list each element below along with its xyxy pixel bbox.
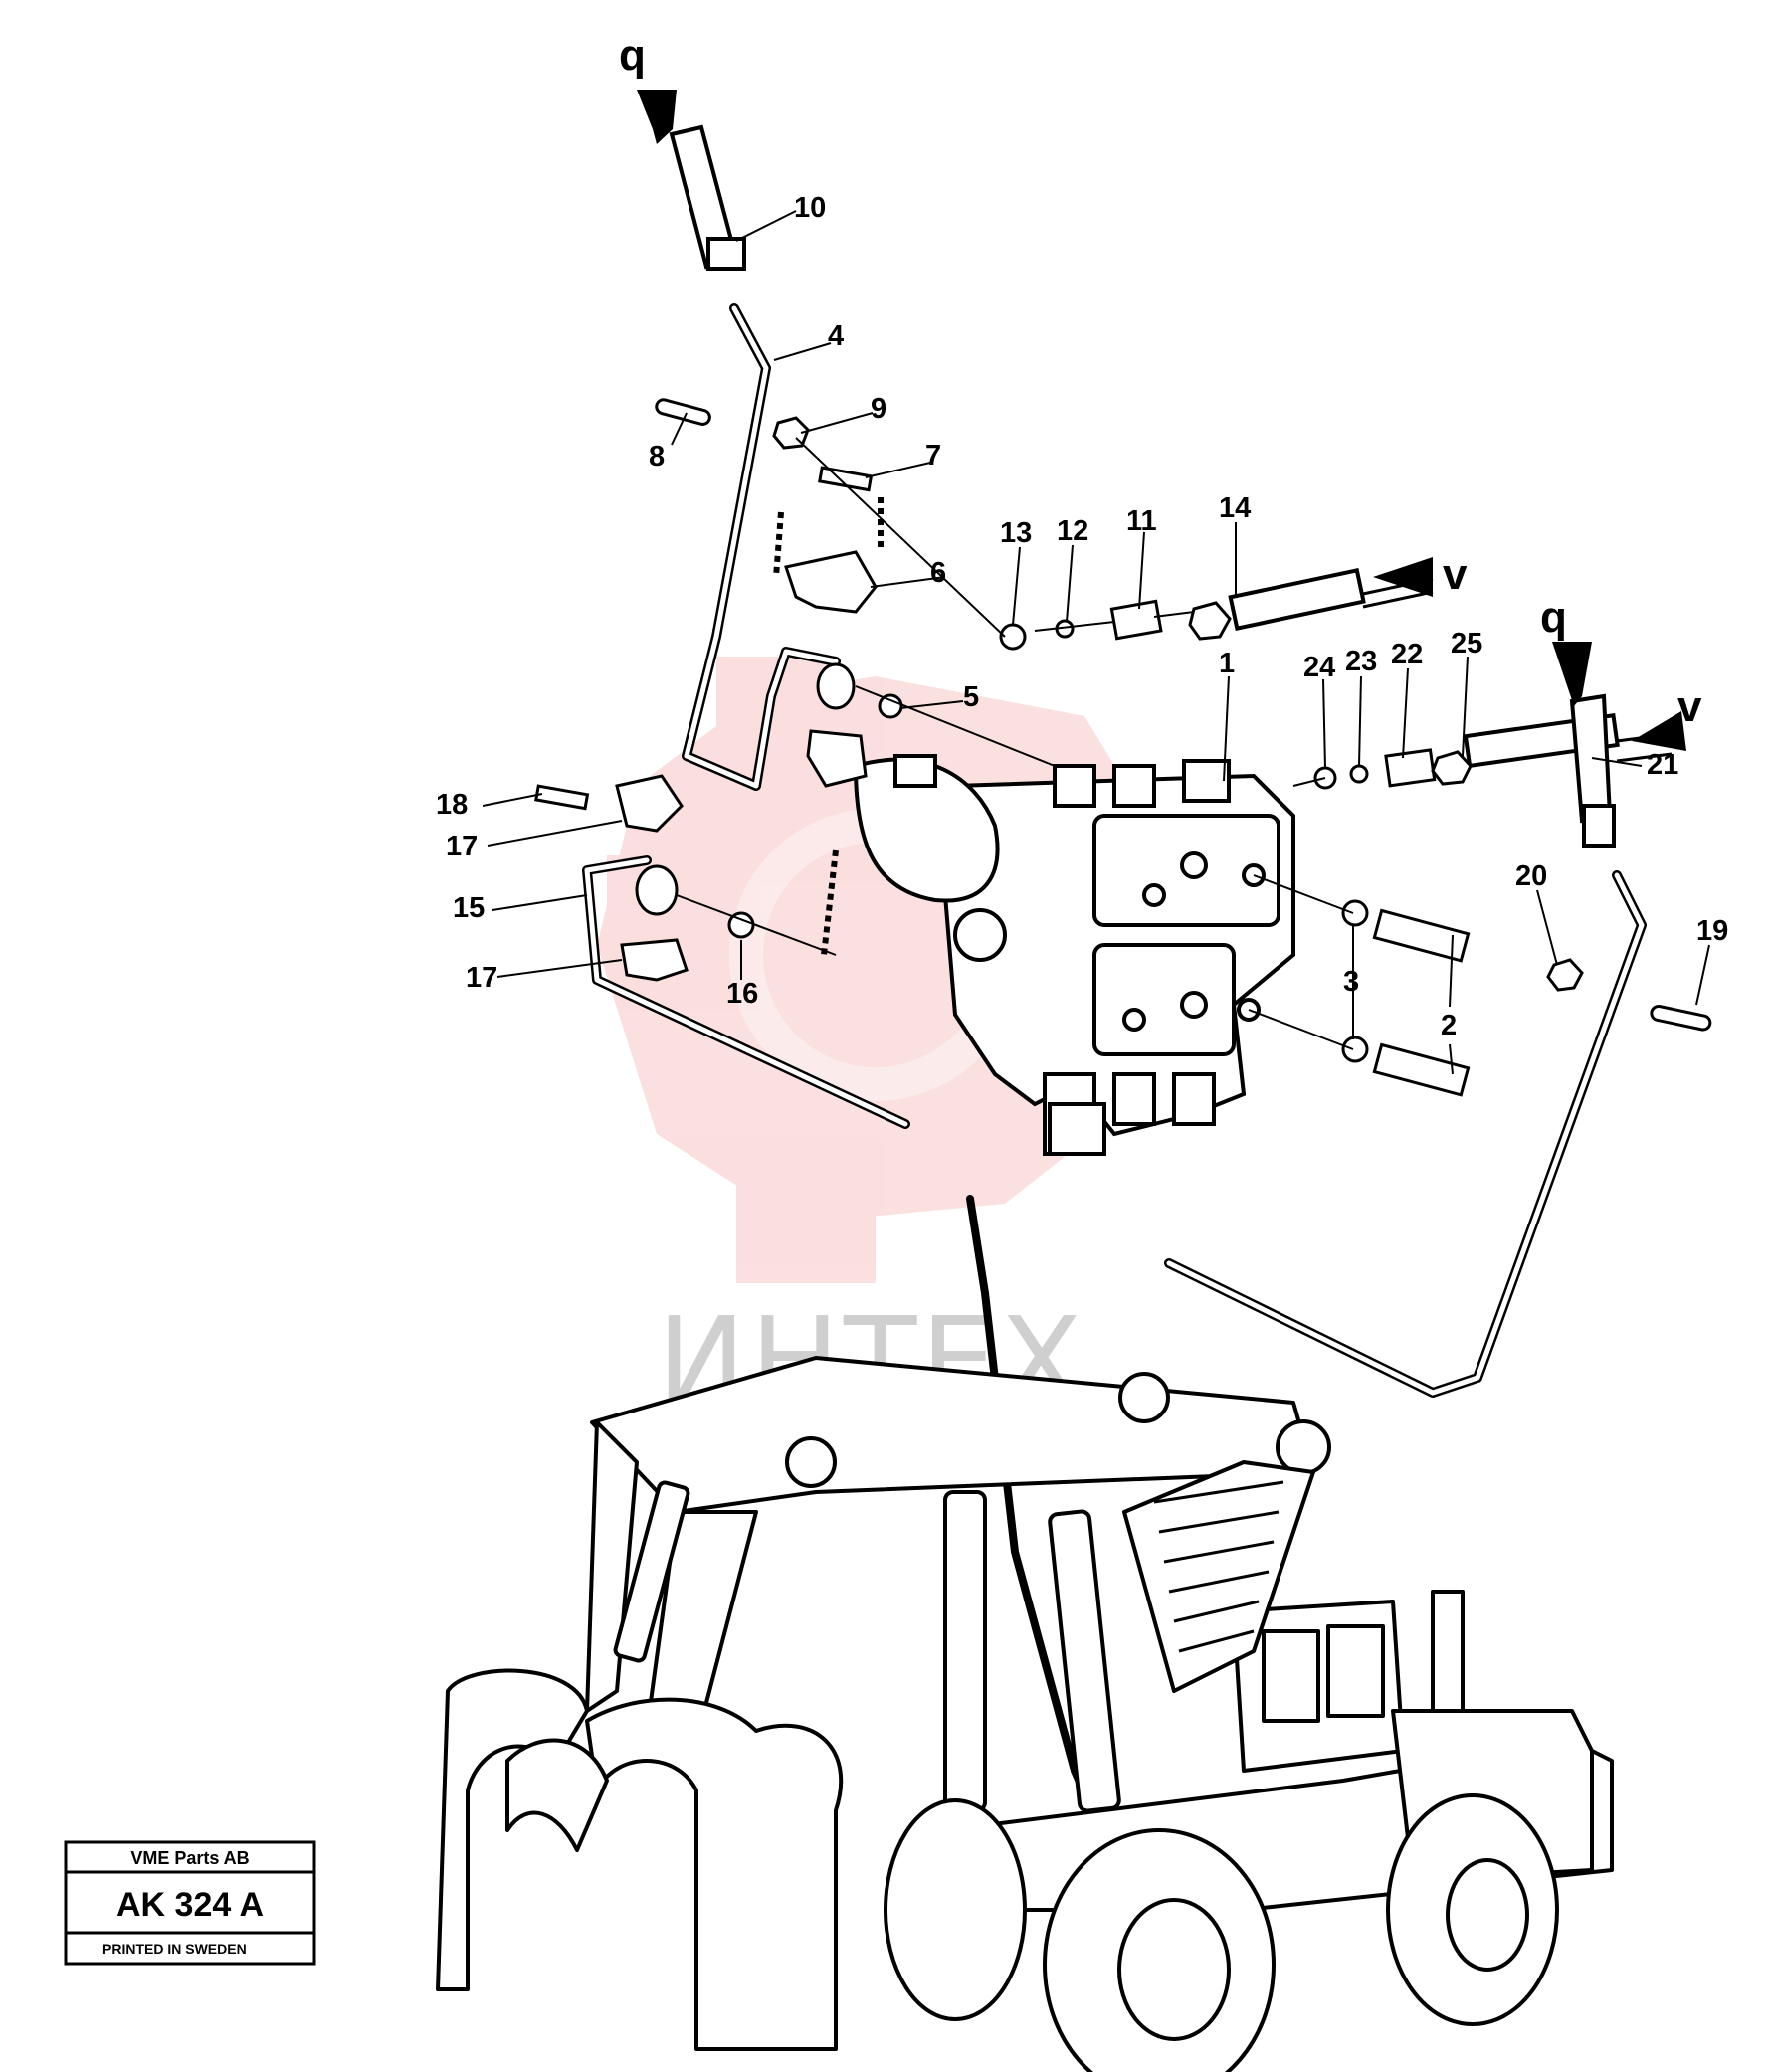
callout-12: 12 (1057, 515, 1088, 547)
assembly-lines (676, 437, 1354, 1050)
callout-19: 19 (1696, 915, 1728, 947)
machine-log-loader (436, 1356, 1614, 2072)
hoses (669, 124, 1620, 848)
control-valve-block (942, 759, 1295, 1156)
callout-3: 3 (1343, 966, 1359, 998)
callout-9: 9 (871, 393, 886, 425)
callout-7: 7 (925, 440, 941, 471)
callout-21: 21 (1647, 749, 1678, 781)
flow-label-v-right: v (1677, 682, 1702, 731)
title-block-company: VME Parts AB (130, 1848, 249, 1868)
callout-20: 20 (1515, 860, 1547, 892)
title-block: VME Parts AB AK 324 A PRINTED IN SWEDEN (64, 1840, 316, 1966)
callout-8: 8 (649, 441, 665, 472)
valve-inlet-elbow (853, 754, 1000, 903)
callout-10: 10 (794, 192, 826, 224)
callouts: 1 2 3 4 5 6 7 8 9 10 11 12 13 14 15 16 1… (436, 192, 1728, 1041)
callout-1: 1 (1219, 648, 1235, 679)
title-block-printed: PRINTED IN SWEDEN (102, 1941, 247, 1957)
leader-lines (482, 210, 1710, 1075)
callout-17b: 17 (466, 962, 497, 994)
flow-label-q-top: q (619, 31, 646, 80)
title-block-drawing-code: AK 324 A (116, 1886, 264, 1924)
machine-mast-lattice (1153, 1480, 1284, 1653)
callout-14: 14 (1219, 492, 1251, 524)
callout-22: 22 (1391, 639, 1423, 670)
callout-11: 11 (1126, 505, 1157, 537)
callout-25: 25 (1451, 628, 1482, 659)
callout-24: 24 (1303, 652, 1335, 683)
callout-23: 23 (1345, 646, 1377, 677)
dashed-guides (773, 497, 884, 956)
fittings (534, 398, 1712, 1097)
callout-5: 5 (963, 681, 979, 713)
callout-6: 6 (930, 557, 946, 589)
arrow-v-top (1373, 557, 1433, 597)
callout-4: 4 (828, 320, 844, 352)
arrow-v-right (1632, 711, 1686, 751)
callout-2: 2 (1441, 1010, 1457, 1041)
flow-arrows (637, 90, 1686, 751)
flow-label-q-right: q (1540, 593, 1567, 642)
callout-16: 16 (726, 978, 758, 1010)
arrow-q-right (1552, 642, 1592, 706)
callout-13: 13 (1000, 517, 1032, 549)
pipe-inner-lines (584, 305, 1645, 1396)
callout-15: 15 (453, 892, 485, 924)
arrow-q-top (637, 90, 677, 144)
flow-label-v-top: v (1443, 550, 1468, 599)
callout-17a: 17 (446, 831, 478, 862)
callout-18: 18 (436, 789, 468, 821)
